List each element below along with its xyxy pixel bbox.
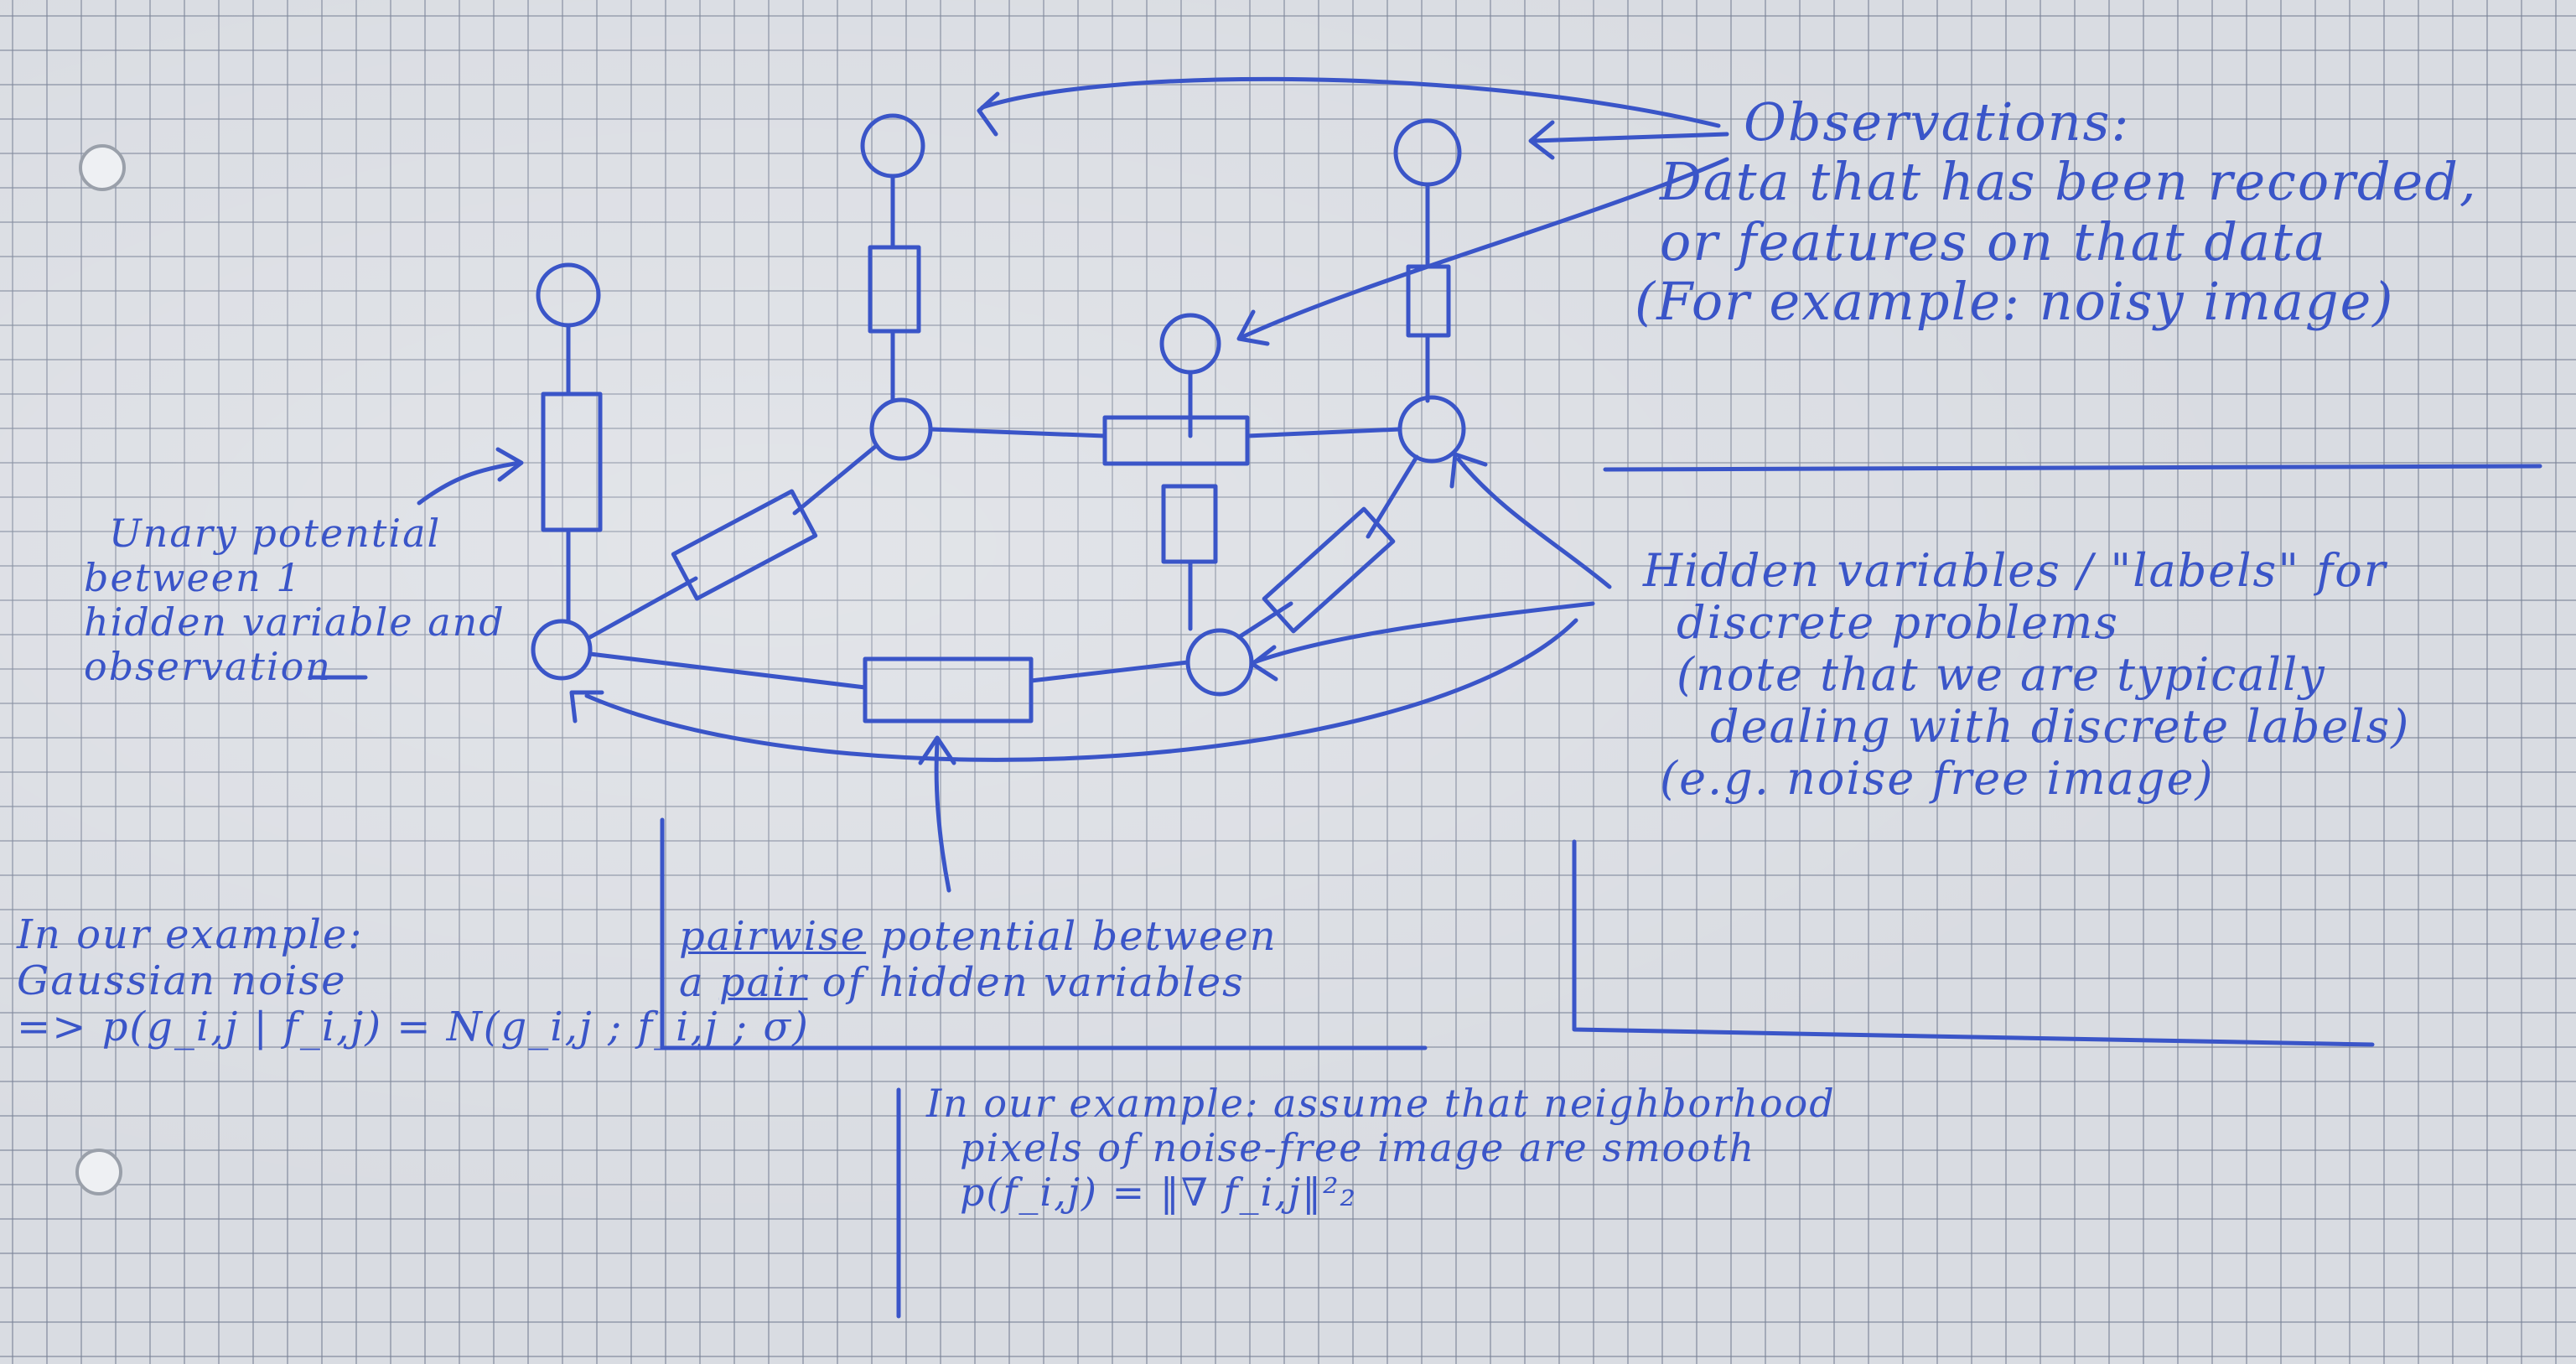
unary-note-line-2: between 1 (84, 554, 303, 600)
pairwise-edge (792, 443, 879, 516)
hidden-arrowhead (1449, 452, 1488, 489)
pairwise-edge (1236, 601, 1293, 640)
observation-arrowhead (1236, 309, 1270, 346)
observations-note: Observations: Data that has been recorde… (1635, 91, 2478, 331)
unary-example-line-2: Gaussian noise (17, 957, 347, 1005)
observation-node-top-left (860, 113, 925, 179)
unary-factor-top-left (868, 245, 921, 334)
observation-arrowhead (1528, 120, 1555, 160)
pairwise-arrow (934, 740, 951, 893)
unary-note-line-3: hidden variable and (84, 599, 505, 645)
unary-note-line-4: observation (84, 643, 332, 689)
hidden-node-top-left (869, 397, 933, 461)
unary-potential-note: Unary potential between 1 hidden variabl… (84, 511, 505, 689)
pairwise-example-formula: p(f_i,j) = ‖∇ f_i,j‖²₂ (960, 1169, 1357, 1215)
pairwise-edge (588, 576, 698, 640)
observation-arrow-top-left (980, 76, 1721, 128)
hidden-variables-note: Hidden variables / "labels" for discrete… (1643, 544, 2411, 806)
hidden-arrow-top-right (1456, 457, 1612, 589)
unary-note-line-1: Unary potential (109, 511, 442, 556)
hidden-note-line-3: (note that we are typically (1677, 648, 2326, 702)
observation-arrow-top-right (1532, 132, 1729, 143)
hidden-node-bottom-right (1185, 628, 1254, 697)
unary-factor-left (541, 392, 603, 532)
pairwise-edge (928, 427, 1107, 438)
hidden-node-top-right (1397, 395, 1466, 464)
pairwise-factor-left-diagonal (671, 489, 818, 601)
unary-arrowhead (495, 447, 524, 482)
observation-node-top-right (1393, 118, 1462, 187)
observation-node-center (1159, 313, 1221, 375)
pairwise-note-line-2-start: a (679, 959, 719, 1007)
pairwise-potential-note: pairwise potential between a pair of hid… (679, 913, 1278, 1006)
pairwise-note-line-2: a pair of hidden variables (679, 960, 1278, 1006)
pairwise-note-bracket (660, 817, 1428, 1050)
observation-node-left (536, 262, 601, 328)
pairwise-example-note: In our example: assume that neighborhood… (926, 1081, 1836, 1215)
pairwise-edge (1029, 660, 1190, 683)
pair-keyword: pair (718, 959, 808, 1007)
unary-factor-center (1161, 484, 1218, 564)
pairwise-arrowhead (918, 735, 956, 765)
pairwise-example-line-1: In our example: assume that neighborhood (926, 1081, 1836, 1126)
pairwise-keyword: pairwise (679, 913, 867, 960)
pairwise-note-line-2-rest: of hidden variables (807, 959, 1245, 1007)
observations-title: Observations: (1744, 91, 2131, 153)
observations-underline (1603, 464, 2542, 472)
observation-arrowhead (977, 91, 1000, 137)
pairwise-factor-top (1102, 415, 1250, 466)
observations-line-1: Data that has been recorded, (1660, 151, 2478, 213)
pairwise-factor-bottom (863, 656, 1034, 723)
unary-arrow (417, 460, 522, 506)
hidden-note-line-4: dealing with discrete labels) (1710, 700, 2411, 754)
pairwise-edge (1245, 427, 1402, 438)
observations-line-2: or features on that data (1660, 210, 2327, 272)
unary-example-note: In our example: Gaussian noise => p(g_i,… (17, 911, 810, 1051)
pairwise-factor-right-diagonal (1262, 506, 1396, 634)
hidden-arrowhead (1250, 645, 1278, 682)
pairwise-note-line-1-rest: potential between (866, 913, 1278, 960)
hidden-note-line-5: (e.g. noise free image) (1660, 752, 2215, 806)
unary-example-formula: => p(g_i,j | f_i,j) = N(g_i,j ; f_i,j ; … (17, 1004, 810, 1051)
binder-hole-top (79, 144, 126, 191)
hidden-arrowhead (569, 690, 604, 723)
hidden-node-bottom-left (531, 619, 593, 681)
hidden-arrow-bottom-right (1252, 601, 1595, 665)
unary-example-line-1: In our example: (17, 911, 364, 958)
binder-hole-bottom (75, 1149, 122, 1195)
observation-arrow-center (1240, 157, 1729, 340)
hidden-note-line-2: discrete problems (1677, 596, 2119, 650)
hidden-arrow-bottom-left (584, 618, 1578, 762)
pairwise-note-line-1: pairwise potential between (679, 913, 1278, 960)
pairwise-example-line-2: pixels of noise-free image are smooth (960, 1124, 1756, 1170)
observations-line-3: (For example: noisy image) (1635, 270, 2395, 332)
unary-factor-top-right (1406, 264, 1451, 338)
pairwise-edge (588, 651, 868, 690)
hidden-note-line-1: Hidden variables / "labels" for (1643, 544, 2387, 597)
hidden-note-bracket (1572, 839, 2375, 1047)
